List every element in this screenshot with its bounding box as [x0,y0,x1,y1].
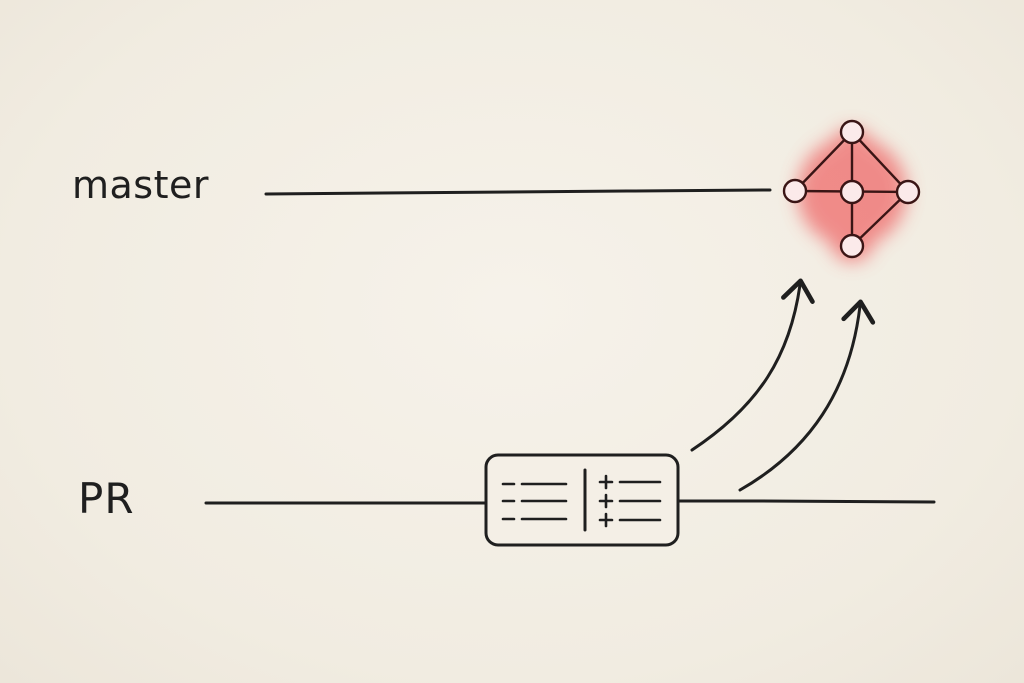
pr-branch-line-right [676,499,936,504]
graph-node [839,233,865,259]
diff-added-lines [598,474,662,528]
diff-box [484,453,680,547]
graph-node [895,179,921,205]
master-branch-label: master [72,163,210,207]
graph-icon [782,119,921,262]
arrow-icon [738,299,876,492]
pr-branch-label: PR [78,474,135,523]
diff-removed-lines [501,482,568,521]
master-branch-line [264,188,772,196]
diff-icon [484,453,680,547]
graph-node [782,178,808,204]
graph-node [839,179,865,205]
graph-node [839,119,865,145]
arrow-icon [690,278,815,452]
